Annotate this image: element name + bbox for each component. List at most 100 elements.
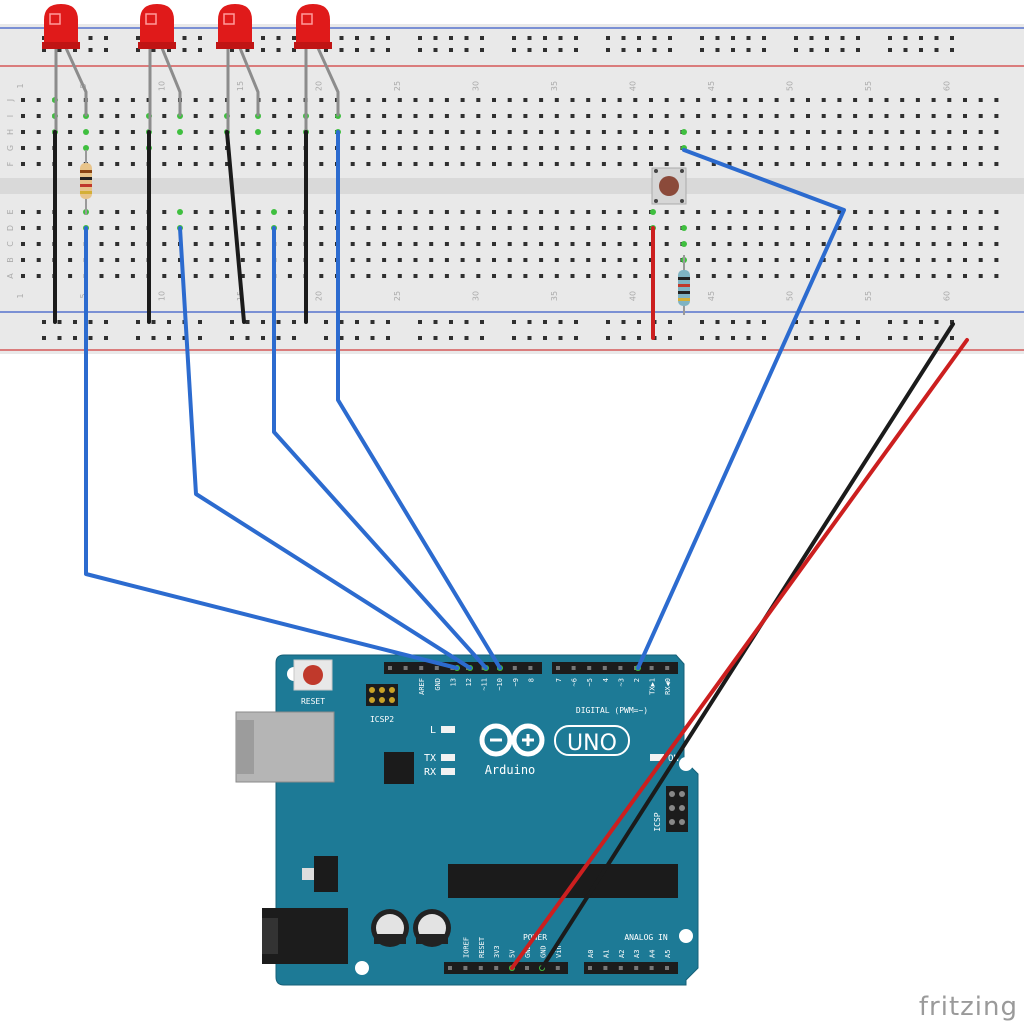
digital-pin-label: RX◀0 <box>664 678 672 695</box>
leds <box>42 4 332 49</box>
power-pin-label: Vin <box>555 945 563 958</box>
column-number: 40 <box>628 291 637 301</box>
terminal-strip-holes <box>21 97 999 278</box>
digital-pin-label: GND <box>434 678 442 691</box>
column-number: 60 <box>942 81 951 91</box>
column-number: 15 <box>236 81 245 91</box>
column-number: 10 <box>157 81 166 91</box>
row-letter: B <box>6 257 15 263</box>
digital-pin-label: ~10 <box>496 678 504 691</box>
led-rx-indicator <box>441 768 455 775</box>
led-on-indicator <box>650 754 664 761</box>
digital-pin-label: 8 <box>527 678 535 682</box>
digital-label: DIGITAL (PWM=~) <box>576 706 648 715</box>
column-number: 60 <box>942 291 951 301</box>
model-label: UNO <box>567 731 617 756</box>
column-number: 50 <box>785 291 794 301</box>
red-led-icon <box>294 4 332 49</box>
usb-chip <box>384 752 414 784</box>
analog-label: ANALOG IN <box>624 933 668 942</box>
column-number: 55 <box>864 291 873 301</box>
row-letter: F <box>6 161 15 166</box>
column-number: 45 <box>707 291 716 301</box>
column-number: 1 <box>16 83 25 88</box>
column-number: 30 <box>471 81 480 91</box>
brand-label: Arduino <box>485 763 536 777</box>
led-tx-label: TX <box>424 753 436 764</box>
mounting-hole-icon <box>355 961 369 975</box>
column-number: 40 <box>628 81 637 91</box>
black-jumper-wires <box>53 130 308 324</box>
digital-pin-label: 7 <box>555 678 563 682</box>
icsp2-label: ICSP2 <box>370 715 394 724</box>
digital-pin-label: 12 <box>465 678 473 686</box>
row-letter: G <box>6 145 15 151</box>
column-number: 45 <box>707 81 716 91</box>
reset-button[interactable] <box>293 659 333 691</box>
digital-header: AREF GND 13 12 ~11 ~10 ~9 8 7 ~6 ~5 4 ~3 2 TX▶1 RX◀0 <box>384 662 678 695</box>
power-pin-label: 3V3 <box>493 945 501 958</box>
led-l-indicator <box>441 726 455 733</box>
column-number: 10 <box>157 291 166 301</box>
analog-pin-label: A2 <box>618 950 626 958</box>
row-letter: J <box>6 99 15 102</box>
row-letter: C <box>6 241 15 247</box>
digital-pin-label: ~6 <box>571 678 579 686</box>
column-number: 25 <box>393 81 402 91</box>
icsp-label: ICSP <box>653 812 662 831</box>
power-pin-label: 5V <box>509 949 517 958</box>
blue-signal-wires <box>84 130 846 670</box>
digital-pin-label: 13 <box>449 678 457 686</box>
arduino-uno-board: RESET ICSP2 L TX RX ON <box>235 654 699 986</box>
digital-pin-label: TX▶1 <box>649 678 657 695</box>
5v-wire <box>510 338 969 970</box>
led-tx-indicator <box>441 754 455 761</box>
uno-badge <box>554 725 630 756</box>
push-button-icon[interactable] <box>651 167 687 205</box>
icsp2-header <box>366 684 398 706</box>
power-pin-label: GND <box>539 945 547 958</box>
digital-pin-label: 4 <box>602 678 610 682</box>
analog-pin-label: A1 <box>602 950 610 958</box>
power-pin-label: GND <box>524 945 532 958</box>
atmega-chip <box>448 864 678 898</box>
resistor-icon <box>80 150 92 215</box>
red-led-icon <box>42 4 80 49</box>
column-number: 35 <box>550 81 559 91</box>
digital-pin-label: AREF <box>418 678 426 695</box>
led-l-label: L <box>430 725 436 736</box>
column-number: 50 <box>785 81 794 91</box>
red-led-icon <box>216 4 254 49</box>
reset-label: RESET <box>301 697 325 706</box>
digital-pin-label: ~9 <box>512 678 520 686</box>
mounting-hole-icon <box>679 757 693 771</box>
capacitor-icon <box>413 909 451 947</box>
fritzing-watermark: fritzing <box>918 992 1018 1022</box>
icsp-header <box>666 786 688 832</box>
row-letter: D <box>6 225 15 231</box>
digital-pin-label: ~5 <box>586 678 594 686</box>
led-rx-label: RX <box>424 767 436 778</box>
voltage-regulator <box>314 856 338 892</box>
row-letter: E <box>6 209 15 214</box>
power-pin-label: RESET <box>478 936 486 958</box>
column-number: 20 <box>314 81 323 91</box>
digital-pin-label: ~3 <box>617 678 625 686</box>
resistor-icon <box>678 255 690 315</box>
digital-pin-label: ~11 <box>481 678 489 691</box>
analog-pin-label: A3 <box>633 950 641 958</box>
analog-pin-label: A0 <box>587 950 595 958</box>
column-number: 20 <box>314 291 323 301</box>
column-number: 5 <box>79 293 88 298</box>
breadboard-components <box>80 150 690 315</box>
mounting-hole-icon <box>679 929 693 943</box>
row-letter: I <box>6 115 15 117</box>
column-number: 25 <box>393 291 402 301</box>
column-number: 1 <box>16 293 25 298</box>
wires <box>53 46 969 970</box>
digital-pin-label: 2 <box>633 678 641 682</box>
row-letter: H <box>6 129 15 135</box>
